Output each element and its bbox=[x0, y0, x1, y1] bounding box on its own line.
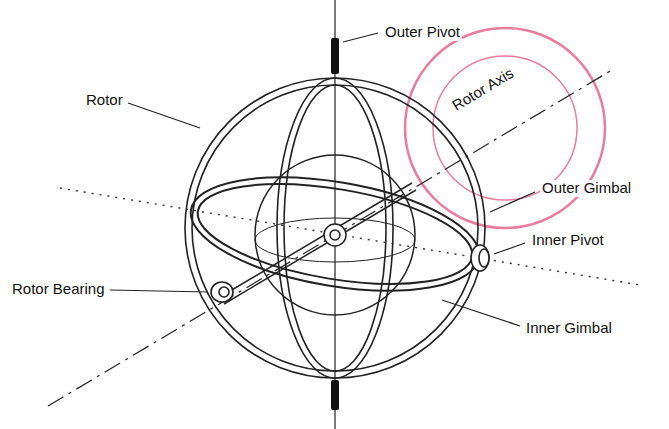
seal-stamp bbox=[405, 28, 605, 228]
inner-pivot bbox=[471, 245, 489, 271]
rotor-bearing bbox=[211, 282, 233, 302]
rotor-axis-line bbox=[48, 70, 612, 406]
outer-pivot bbox=[331, 38, 339, 410]
part-label: Rotor bbox=[84, 92, 125, 109]
part-label: Rotor Bearing bbox=[10, 281, 107, 298]
part-label: Outer Pivot bbox=[383, 24, 462, 41]
part-label: Inner Gimbal bbox=[524, 320, 614, 337]
axis-label: Rotor Axis bbox=[448, 64, 519, 115]
part-label: Outer Gimbal bbox=[540, 180, 633, 197]
pivot-axis bbox=[60, 188, 640, 285]
leader-lines bbox=[110, 33, 535, 326]
part-label: Inner Pivot bbox=[530, 232, 606, 249]
outer-gimbal bbox=[185, 78, 485, 378]
rotor-shaft bbox=[220, 183, 416, 304]
inner-gimbal bbox=[182, 159, 487, 310]
